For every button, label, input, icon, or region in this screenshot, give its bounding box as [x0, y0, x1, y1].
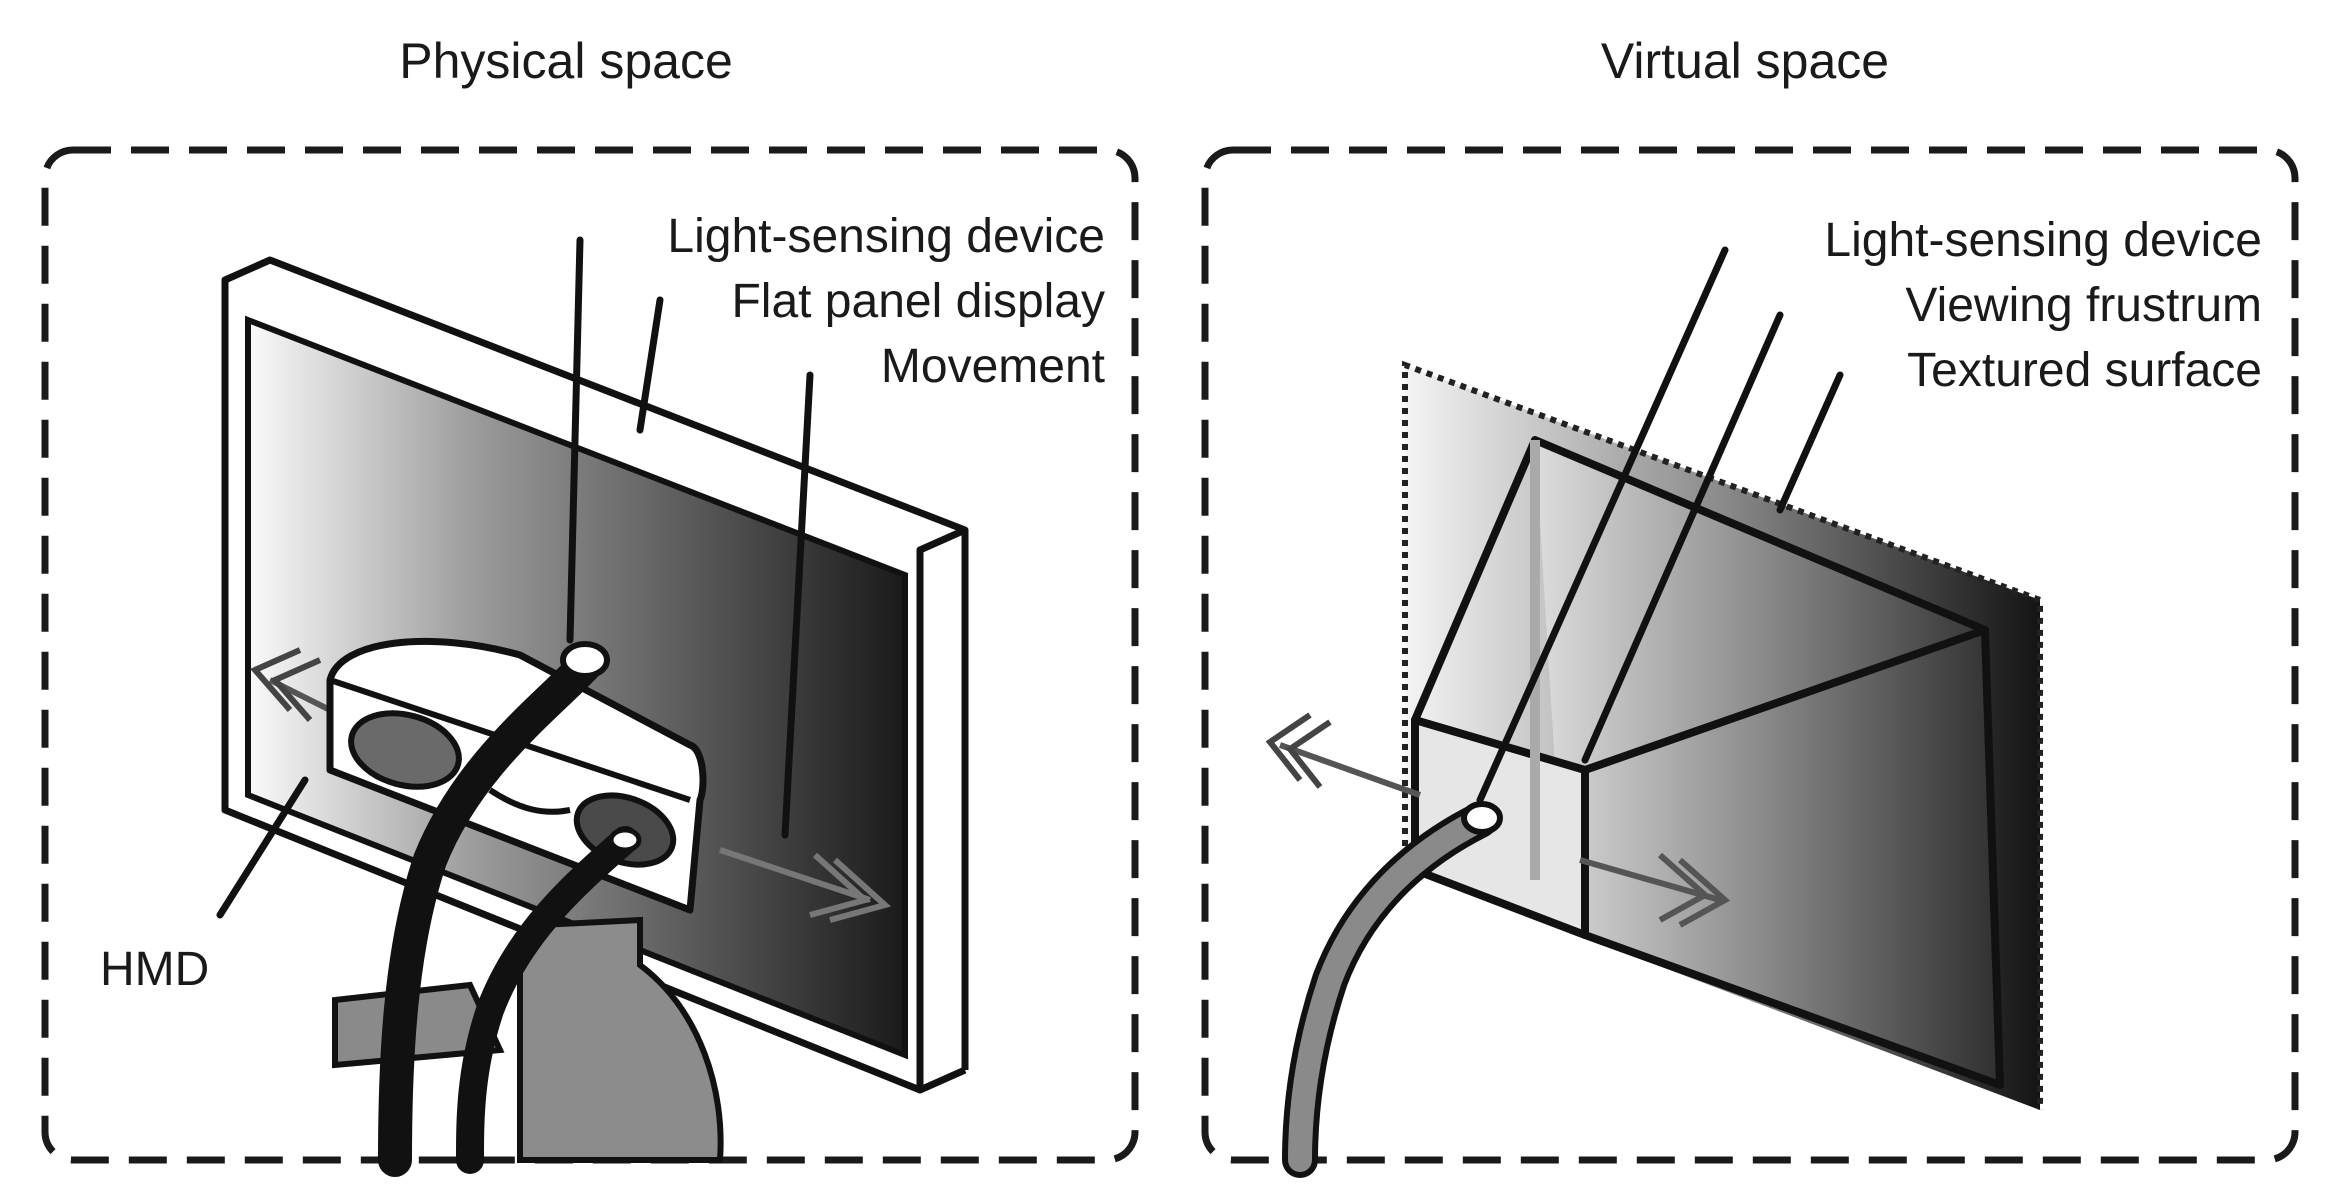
label-movement: Movement: [881, 340, 1105, 393]
movement-arrow-right-virtual: [1579, 852, 1731, 928]
light-sensing-sensor-lower: [608, 827, 642, 853]
label-viewing-frustum: Viewing frustrum: [1905, 279, 2262, 332]
virtual-space-frame: [1201, 146, 2299, 1164]
virtual-space-panel: Virtual space: [1201, 33, 2299, 1178]
movement-arrow-left: [250, 647, 332, 722]
textured-surface-edge: [1402, 360, 2043, 1110]
light-sensing-device-virtual: [1461, 801, 1503, 835]
label-light-sensing-virtual: Light-sensing device: [1824, 214, 2262, 267]
hmd-left-lens: [348, 710, 462, 790]
physical-space-frame: [41, 146, 1139, 1164]
physical-space-title: Physical space: [399, 33, 733, 89]
leader-textured: [1776, 371, 1844, 514]
person-figure: [332, 916, 724, 1163]
label-hmd: HMD: [100, 943, 209, 996]
virtual-leader-lines: [1476, 246, 1844, 804]
monitor-bottom-edge: [918, 1066, 967, 1094]
movement-arrow-right: [719, 847, 892, 923]
physical-leader-lines: [216, 236, 814, 919]
physical-space-panel: Physical space: [41, 33, 1139, 1177]
leader-flat-panel: [636, 296, 664, 434]
hmd-cables: [378, 641, 642, 1177]
virtual-cable: [1282, 801, 1503, 1178]
leader-movement: [781, 371, 814, 839]
leader-frustum: [1581, 311, 1784, 764]
label-textured-surface: Textured surface: [1907, 344, 2262, 397]
hmd-nose-bridge: [488, 787, 571, 815]
light-sensing-device-physical: [560, 641, 610, 679]
label-flat-panel: Flat panel display: [731, 275, 1105, 328]
monitor-stand-base: [332, 981, 505, 1069]
leader-light-sensing: [566, 236, 584, 644]
movement-arrow-left-virtual: [1265, 712, 1422, 798]
label-light-sensing-physical: Light-sensing device: [667, 210, 1105, 263]
leader-hmd: [216, 776, 309, 919]
person-torso: [517, 916, 724, 1163]
virtual-space-title: Virtual space: [1601, 33, 1889, 89]
leader-light-sensing-virtual: [1476, 246, 1729, 804]
